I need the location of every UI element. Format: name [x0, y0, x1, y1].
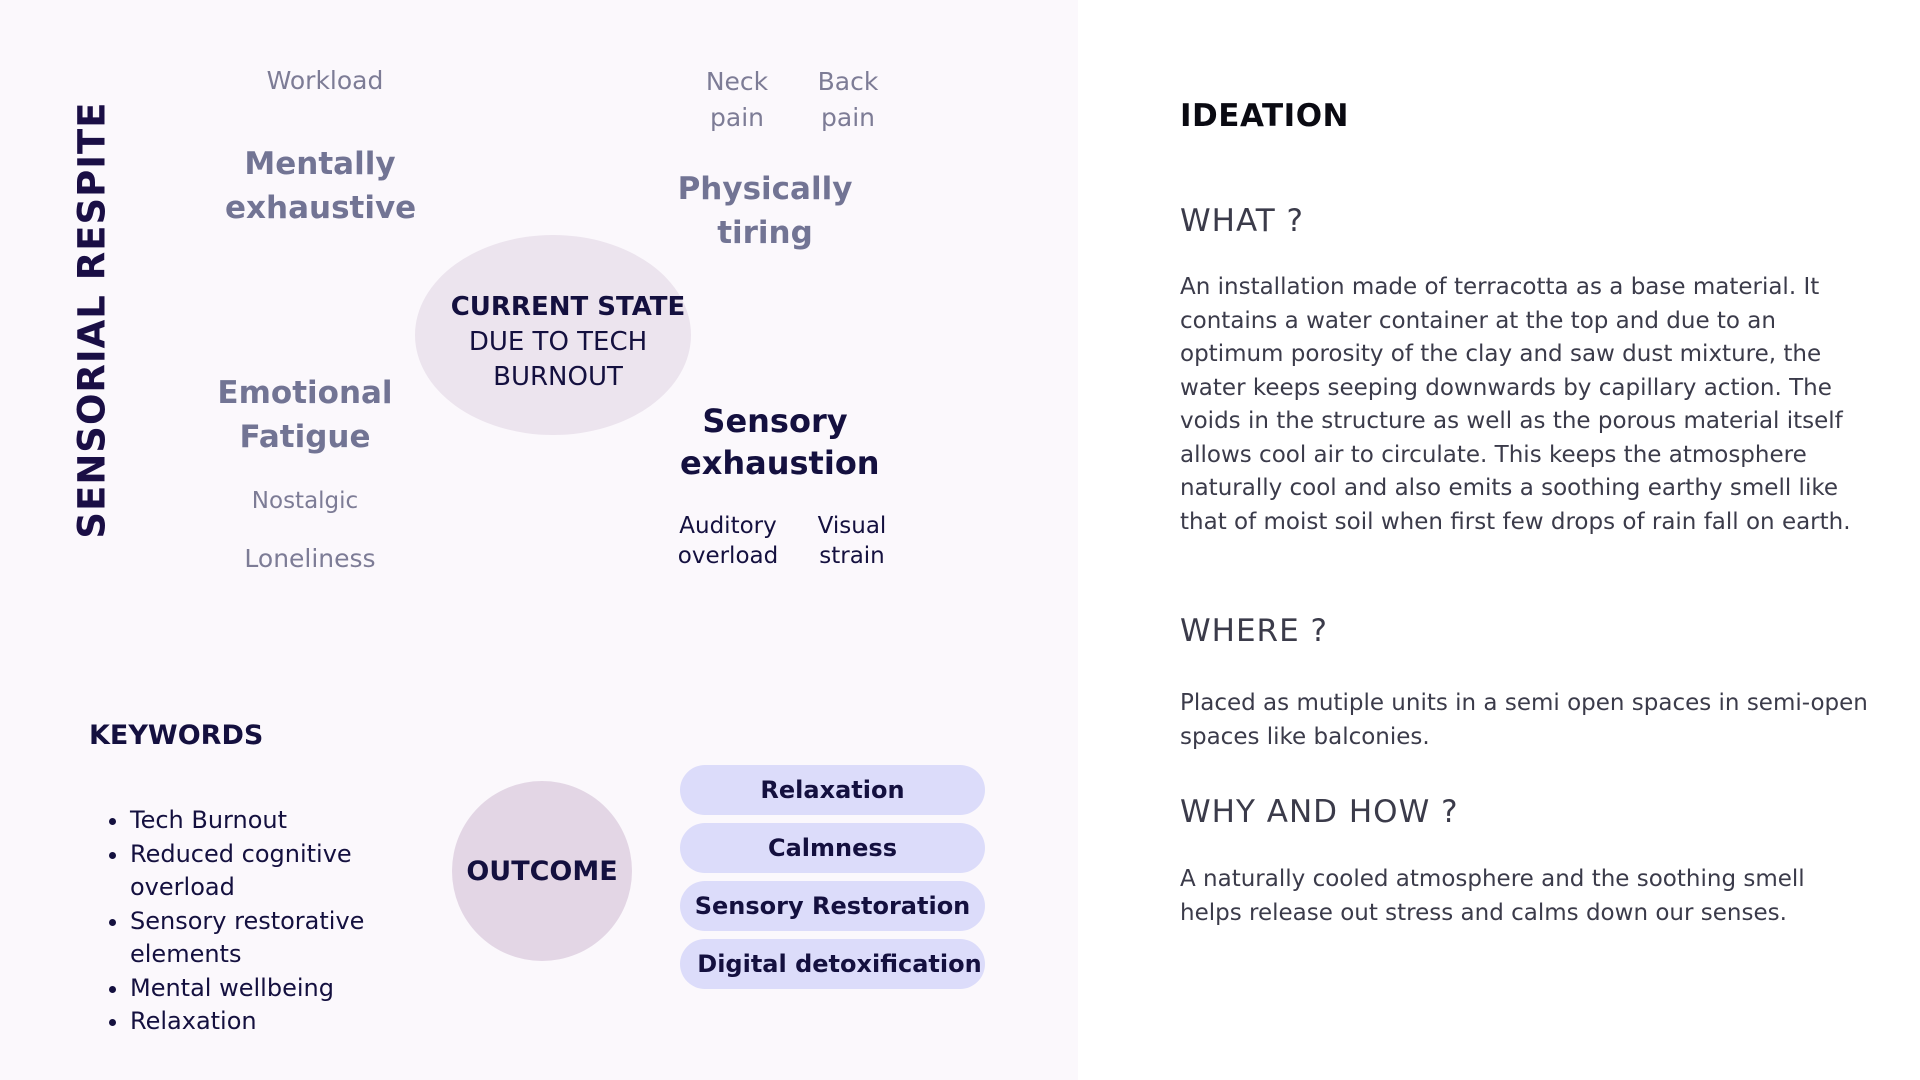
current-state-line1: CURRENT STATE — [450, 292, 686, 322]
workload-label: Workload — [266, 66, 384, 95]
outcome-pill-relaxation: Relaxation — [680, 765, 985, 815]
where-paragraph: Placed as mutiple units in a semi open s… — [1180, 690, 1868, 750]
outcome-circle: OUTCOME — [452, 781, 632, 961]
visual-strain-label: Visual strain — [817, 513, 887, 569]
keywords-list: Tech Burnout Reduced cognitive overload … — [100, 804, 430, 1039]
what-paragraph: An installation made of terracotta as a … — [1180, 274, 1851, 535]
ideation-title: IDEATION — [1180, 98, 1350, 134]
back-pain-label: Back pain — [817, 67, 879, 132]
list-item: Mental wellbeing — [130, 972, 430, 1006]
physically-tiring-label: Physically tiring — [677, 171, 853, 251]
where-heading: WHERE ? — [1180, 613, 1328, 649]
outcome-pill-sensory-restoration: Sensory Restoration — [680, 881, 985, 931]
emotional-fatigue-label: Emotional Fatigue — [217, 375, 393, 455]
what-heading: WHAT ? — [1180, 203, 1305, 239]
why-how-paragraph: A naturally cooled atmosphere and the so… — [1180, 866, 1805, 926]
auditory-overload-label: Auditory overload — [677, 513, 779, 569]
sensory-exhaustion-label: Sensory exhaustion — [680, 402, 880, 482]
current-state-text: CURRENT STATE DUE TO TECH BURNOUT — [420, 290, 696, 395]
current-state-ellipse — [415, 235, 691, 435]
nostalgic-label: Nostalgic — [251, 488, 359, 514]
loneliness-label: Loneliness — [244, 544, 376, 573]
outcome-pill-calmness: Calmness — [680, 823, 985, 873]
current-state-line3: BURNOUT — [493, 362, 623, 392]
ideation-panel: IDEATION WHAT ? An installation made of … — [1078, 0, 1920, 1080]
list-item: Relaxation — [130, 1005, 430, 1039]
list-item: Tech Burnout — [130, 804, 430, 838]
vertical-title: SENSORIAL RESPITE — [70, 101, 114, 539]
keywords-heading: KEYWORDS — [89, 720, 264, 751]
mentally-exhaustive-label: Mentally exhaustive — [225, 146, 417, 226]
list-item: Reduced cognitive overload — [130, 838, 430, 905]
neck-pain-label: Neck pain — [705, 67, 769, 132]
diagram-panel: SENSORIAL RESPITE Workload Mentally exha… — [0, 0, 1078, 1080]
current-state-line2: DUE TO TECH — [468, 327, 648, 357]
outcome-pill-digital-detoxification: Digital detoxification — [680, 939, 985, 989]
list-item: Sensory restorative elements — [130, 905, 430, 972]
why-how-heading: WHY AND HOW ? — [1180, 794, 1459, 830]
